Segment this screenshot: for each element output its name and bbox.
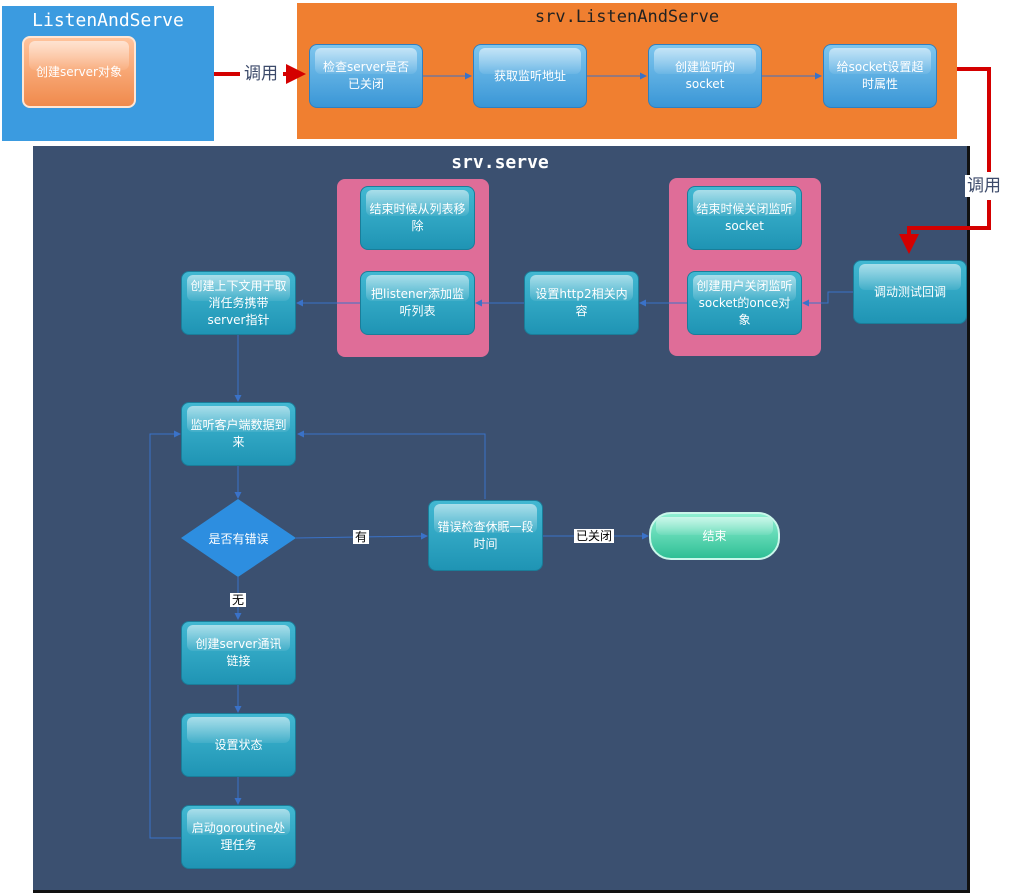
set-timeout-label: 给socket设置超时属性 [836,60,924,91]
listen-client-node: 监听客户端数据到来 [181,402,296,466]
yes-label: 有 [353,530,370,544]
set-state-node: 设置状态 [181,713,296,777]
create-socket-node: 创建监听的socket [648,44,762,108]
http2-label: 设置http2相关内容 [535,287,628,318]
end-node: 结束 [649,512,780,560]
create-server-label: 创建server对象 [36,64,122,79]
sleep-node: 错误检查休眠一段时间 [428,500,543,571]
call-label-left: 调用 [244,64,278,84]
remove-list-label: 结束时候从列表移除 [369,202,466,233]
set-timeout-node: 给socket设置超时属性 [823,44,937,108]
call-label-right: 调用 [965,175,1003,197]
sleep-label: 错误检查休眠一段时间 [437,519,534,551]
set-state-label: 设置状态 [214,737,263,752]
decision-diamond [181,499,296,577]
listen-client-label: 监听客户端数据到来 [190,418,287,449]
srv-listen-and-serve-title: srv.ListenAndServe [534,7,720,27]
goroutine-node: 启动goroutine处理任务 [181,805,296,869]
add-listener-label: 把listener添加监听列表 [371,287,464,318]
arrow-sleep-back [297,430,486,499]
http2-node: 设置http2相关内容 [524,271,639,335]
callback-node: 调动测试回调 [853,260,967,324]
close-socket-label: 结束时候关闭监听socket [696,202,793,233]
no-label: 无 [230,593,247,607]
closed-label: 已关闭 [574,529,615,543]
red-arrow-right [957,67,991,172]
get-address-label: 获取监听地址 [493,68,566,83]
close-socket-node: 结束时候关闭监听socket [687,186,802,250]
listen-and-serve-panel: ListenAndServe 创建server对象 [2,6,214,141]
add-listener-node: 把listener添加监听列表 [360,271,475,335]
arrow-loop-back [149,430,181,839]
check-closed-label: 检查server是否已关闭 [323,60,409,91]
goroutine-label: 启动goroutine处理任务 [191,821,286,852]
create-conn-label: 创建server通讯链接 [195,637,282,668]
red-arrow-right-2 [899,200,991,254]
get-address-node: 获取监听地址 [473,44,587,108]
callback-label: 调动测试回调 [873,284,946,299]
once-object-label: 创建用户关闭监听socket的once对象 [696,278,793,327]
remove-list-node: 结束时候从列表移除 [360,186,475,250]
decision-label: 是否有错误 [208,532,269,546]
srv-serve-title: srv.serve [451,152,549,173]
once-object-node: 创建用户关闭监听socket的once对象 [687,271,802,335]
arrow-callback-pinkright [802,291,853,307]
listen-and-serve-title: ListenAndServe [32,10,184,31]
create-server-node: 创建server对象 [22,36,136,108]
context-node: 创建上下文用于取消任务携带server指针 [181,271,296,335]
end-label: 结束 [702,528,727,543]
create-conn-node: 创建server通讯链接 [181,621,296,685]
context-label: 创建上下文用于取消任务携带server指针 [190,278,287,327]
create-socket-label: 创建监听的socket [674,60,735,91]
check-closed-node: 检查server是否已关闭 [309,44,423,108]
